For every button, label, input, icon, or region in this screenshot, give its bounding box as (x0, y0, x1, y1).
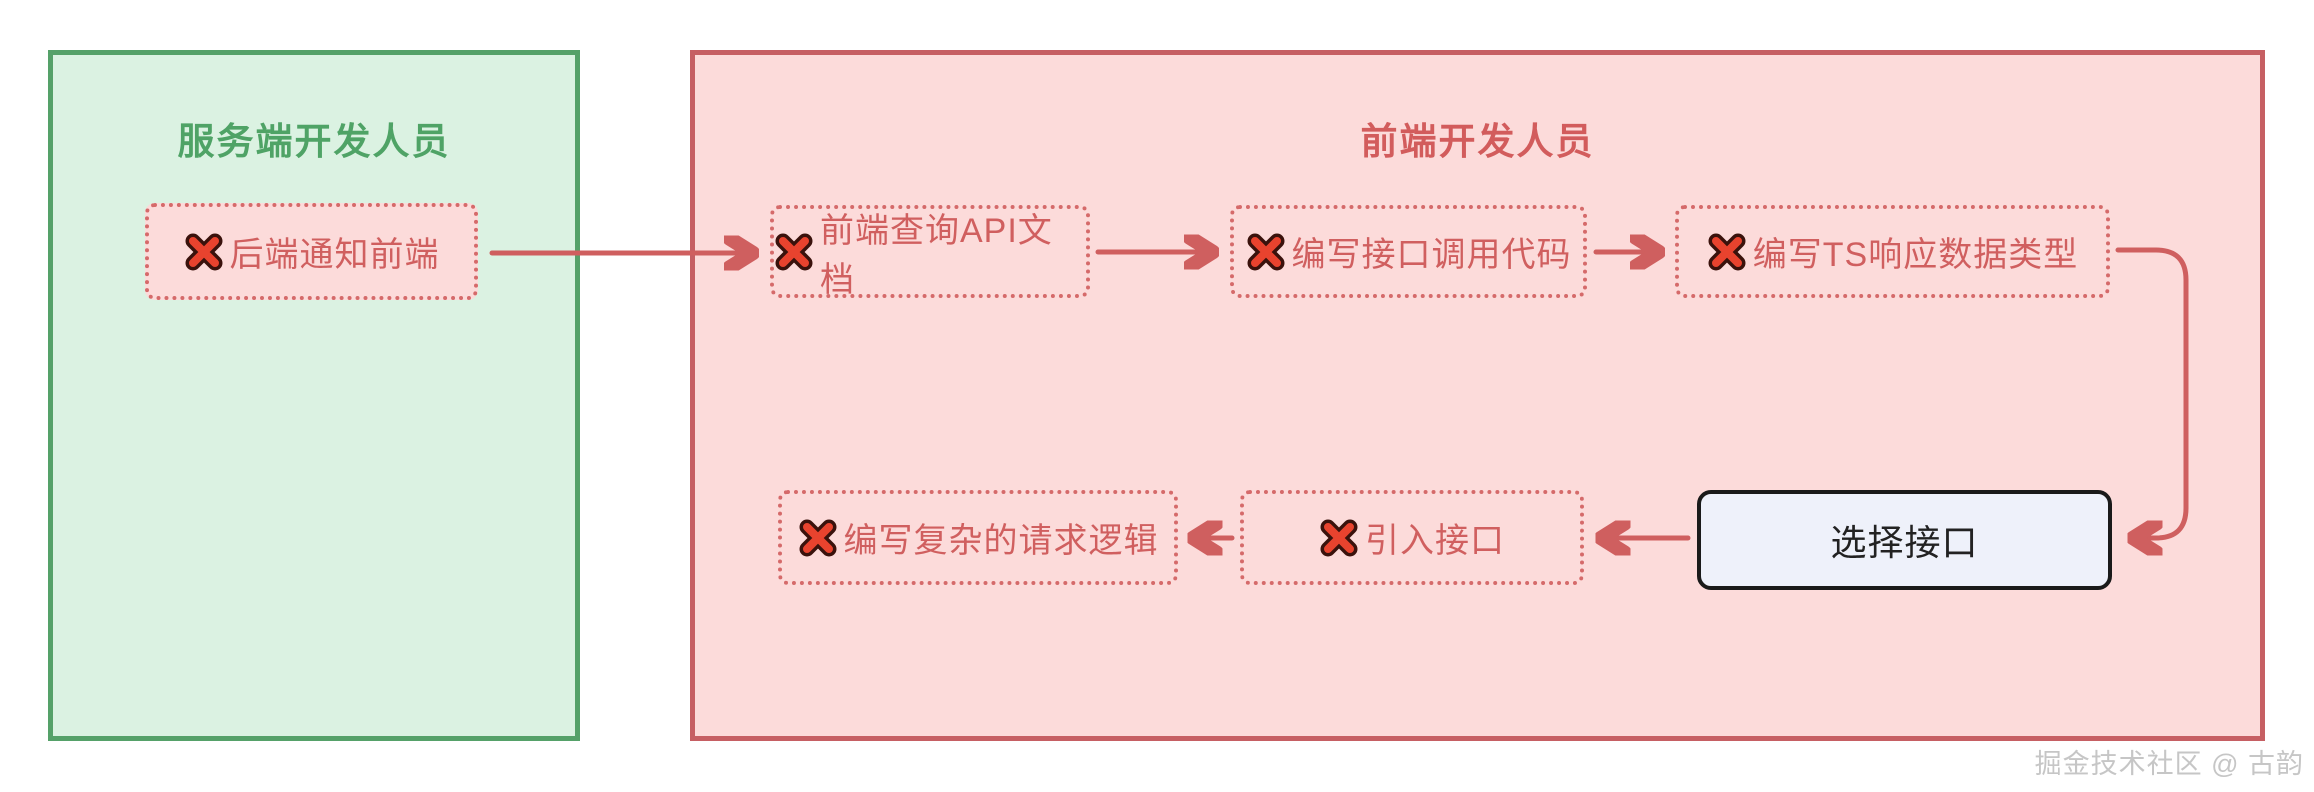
watermark: 掘金技术社区 @ 古韵 (2034, 749, 2304, 779)
lane-server-title: 服务端开发人员 (177, 121, 451, 162)
node-import-api: 引入接口 (1240, 490, 1584, 585)
lane-frontend-title: 前端开发人员 (1360, 121, 1595, 162)
node-backend-notify: 后端通知前端 (145, 203, 478, 300)
cross-mark-icon (774, 232, 814, 272)
node-select-api: 选择接口 (1697, 490, 2112, 590)
cross-mark-icon (798, 518, 838, 558)
cross-mark-icon (184, 232, 224, 272)
node-label: 选择接口 (1830, 522, 1979, 563)
node-write-complex-logic: 编写复杂的请求逻辑 (778, 490, 1178, 585)
node-label: 编写复杂的请求逻辑 (843, 522, 1159, 560)
node-query-api-doc: 前端查询API文档 (770, 205, 1090, 299)
node-label: 引入接口 (1365, 522, 1505, 560)
node-label: 编写接口调用代码 (1291, 236, 1572, 274)
cross-mark-icon (1246, 232, 1286, 272)
cross-mark-icon (1707, 232, 1747, 272)
node-write-ts-types: 编写TS响应数据类型 (1675, 205, 2110, 298)
node-label: 前端查询API文档 (820, 211, 1053, 299)
node-label: 后端通知前端 (229, 236, 440, 274)
lane-frontend: 前端开发人员 (690, 50, 2265, 741)
cross-mark-icon (1319, 518, 1359, 558)
lane-server: 服务端开发人员 (48, 50, 580, 741)
node-label: 编写TS响应数据类型 (1752, 236, 2079, 274)
node-write-call-code: 编写接口调用代码 (1230, 205, 1587, 298)
